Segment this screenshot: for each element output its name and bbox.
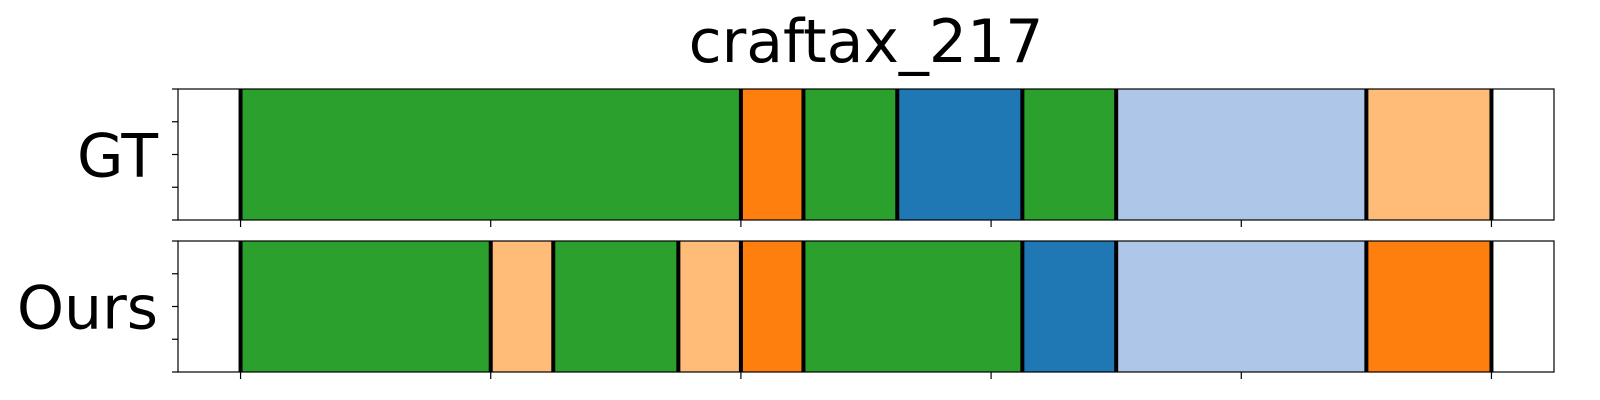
segment-5 bbox=[1022, 89, 1117, 220]
chart-title: craftax_217 bbox=[689, 7, 1044, 77]
segment-7 bbox=[1022, 241, 1117, 372]
segment-4 bbox=[897, 89, 1023, 220]
segment-6 bbox=[1116, 89, 1367, 220]
segment-8 bbox=[1116, 241, 1367, 372]
segment-5 bbox=[740, 241, 804, 372]
segment-2 bbox=[740, 89, 804, 220]
segment-3 bbox=[553, 241, 679, 372]
segment-9 bbox=[1366, 241, 1492, 372]
segment-7 bbox=[1366, 89, 1492, 220]
row-label: Ours bbox=[17, 274, 158, 344]
segment-6 bbox=[803, 241, 1023, 372]
row-gt: GT bbox=[77, 88, 1555, 227]
segment-3 bbox=[803, 89, 898, 220]
segment-4 bbox=[678, 241, 741, 372]
segment-2 bbox=[490, 241, 554, 372]
segment-1 bbox=[240, 241, 491, 372]
row-ours: Ours bbox=[17, 240, 1555, 379]
row-label: GT bbox=[77, 122, 158, 192]
segment-1 bbox=[240, 89, 741, 220]
